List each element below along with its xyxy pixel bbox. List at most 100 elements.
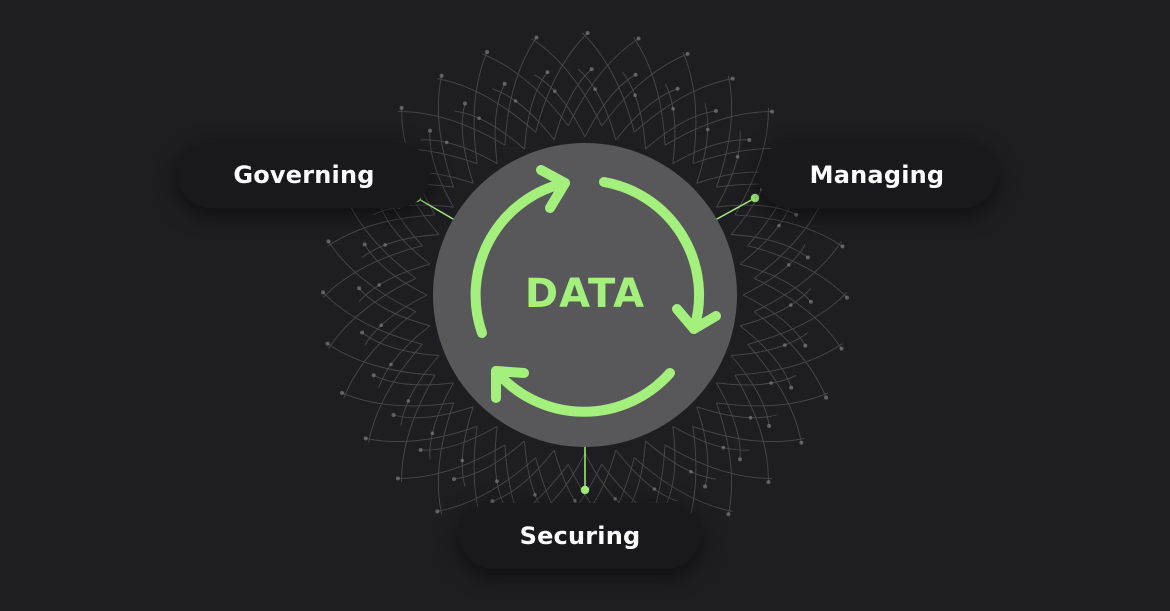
mandala-dot bbox=[845, 295, 849, 300]
mandala-curve bbox=[401, 374, 436, 483]
mandala-dot bbox=[767, 424, 772, 428]
mandala-dot bbox=[633, 72, 638, 77]
mandala-dot bbox=[325, 341, 330, 346]
mandala-dot bbox=[840, 244, 845, 249]
mandala-curve bbox=[739, 263, 812, 302]
mandala-dot bbox=[585, 31, 590, 35]
mandala-curve bbox=[578, 68, 617, 141]
mandala-curve bbox=[645, 440, 717, 480]
mandala-dot bbox=[357, 286, 362, 291]
mandala-dot bbox=[805, 255, 810, 260]
mandala-dot bbox=[787, 263, 791, 267]
mandala-dot bbox=[444, 140, 449, 145]
mandala-dot bbox=[770, 109, 775, 114]
mandala-dot bbox=[495, 479, 499, 484]
mandala-curve bbox=[716, 382, 741, 460]
mandala-dot bbox=[671, 107, 675, 111]
mandala-curve bbox=[482, 53, 569, 127]
mandala-dot bbox=[553, 89, 557, 93]
mandala-dot bbox=[379, 323, 384, 328]
mandala-curve bbox=[730, 355, 770, 427]
mandala-dot bbox=[721, 445, 726, 450]
mandala-curve bbox=[742, 294, 806, 346]
mandala-dot bbox=[738, 457, 742, 462]
mandala-dot bbox=[769, 381, 773, 385]
mandala-curve bbox=[420, 426, 498, 451]
mandala-dot bbox=[362, 242, 367, 247]
mandala-curve bbox=[378, 325, 431, 388]
mandala-curve bbox=[524, 71, 548, 150]
mandala-dot bbox=[406, 399, 411, 403]
mandala-curve bbox=[361, 234, 440, 258]
mandala-curve bbox=[553, 68, 592, 141]
mandala-curve bbox=[715, 75, 733, 188]
mandala-curve bbox=[747, 344, 802, 443]
mandala-curve bbox=[747, 245, 848, 298]
mandala-dot bbox=[735, 154, 740, 159]
mandala-dot bbox=[389, 362, 393, 367]
mandala-curve bbox=[696, 103, 709, 184]
mandala-dot bbox=[703, 484, 707, 489]
mandala-curve bbox=[622, 71, 646, 150]
mandala-dot bbox=[326, 239, 331, 244]
mandala-curve bbox=[437, 75, 455, 188]
mandala-dot bbox=[371, 373, 376, 378]
mandala-curve bbox=[322, 292, 423, 345]
mandala-dot bbox=[789, 303, 793, 307]
mandala-curve bbox=[747, 292, 848, 345]
mandala-curve bbox=[327, 214, 436, 247]
cycle-arrowhead-2 bbox=[672, 304, 721, 334]
mandala-dot bbox=[685, 51, 690, 56]
cycle-arrowhead-3 bbox=[491, 366, 529, 403]
mandala-dot bbox=[789, 385, 794, 390]
mandala-curve bbox=[429, 130, 454, 208]
mandala-curve bbox=[682, 51, 697, 164]
mandala-dot bbox=[726, 512, 731, 517]
mandala-dot bbox=[377, 283, 382, 287]
mandala-dot bbox=[533, 493, 537, 497]
mandala-dot bbox=[613, 497, 617, 501]
mandala-curve bbox=[361, 332, 440, 356]
mandala-dot bbox=[477, 116, 481, 121]
mandala-curve bbox=[716, 204, 797, 216]
mandala-curve bbox=[453, 440, 525, 480]
mandala-curve bbox=[664, 426, 676, 507]
mandala-dot bbox=[636, 36, 641, 41]
mandala-curve bbox=[634, 457, 733, 512]
mandala-curve bbox=[328, 241, 416, 313]
mandala-curve bbox=[582, 32, 635, 133]
mandala-curve bbox=[397, 444, 506, 479]
mandala-dot bbox=[766, 480, 771, 485]
mandala-curve bbox=[327, 343, 436, 376]
mandala-dot bbox=[452, 477, 456, 482]
mandala-curve bbox=[368, 344, 423, 443]
mandala-curve bbox=[322, 245, 423, 298]
mandala-curve bbox=[494, 426, 506, 507]
mandala-curve bbox=[716, 392, 829, 407]
cycle-arc-2 bbox=[599, 177, 705, 334]
mandala-dot bbox=[730, 76, 735, 81]
mandala-curve bbox=[742, 244, 806, 296]
mandala-dot bbox=[839, 346, 844, 351]
mandala-dot bbox=[513, 99, 518, 103]
mandala-dot bbox=[363, 436, 368, 441]
mandala-dot bbox=[799, 440, 804, 445]
mandala-dot bbox=[418, 448, 423, 452]
mandala-dot bbox=[534, 35, 539, 40]
mandala-curve bbox=[531, 38, 603, 126]
mandala-curve bbox=[615, 449, 678, 502]
mandala-curve bbox=[692, 425, 805, 443]
mandala-curve bbox=[734, 214, 843, 247]
mandala-curve bbox=[672, 139, 750, 164]
mandala-curve bbox=[672, 426, 750, 451]
mandala-dot bbox=[490, 499, 495, 504]
mandala-curve bbox=[696, 406, 777, 419]
mandala-dot bbox=[428, 128, 432, 133]
mandala-curve bbox=[716, 374, 797, 386]
mandala-curve bbox=[328, 277, 416, 349]
mandala-dot bbox=[783, 343, 787, 347]
mandala-dot bbox=[460, 458, 465, 463]
mandala-curve bbox=[461, 406, 474, 487]
mandala-curve bbox=[494, 83, 506, 164]
mandala-dot bbox=[808, 299, 813, 304]
